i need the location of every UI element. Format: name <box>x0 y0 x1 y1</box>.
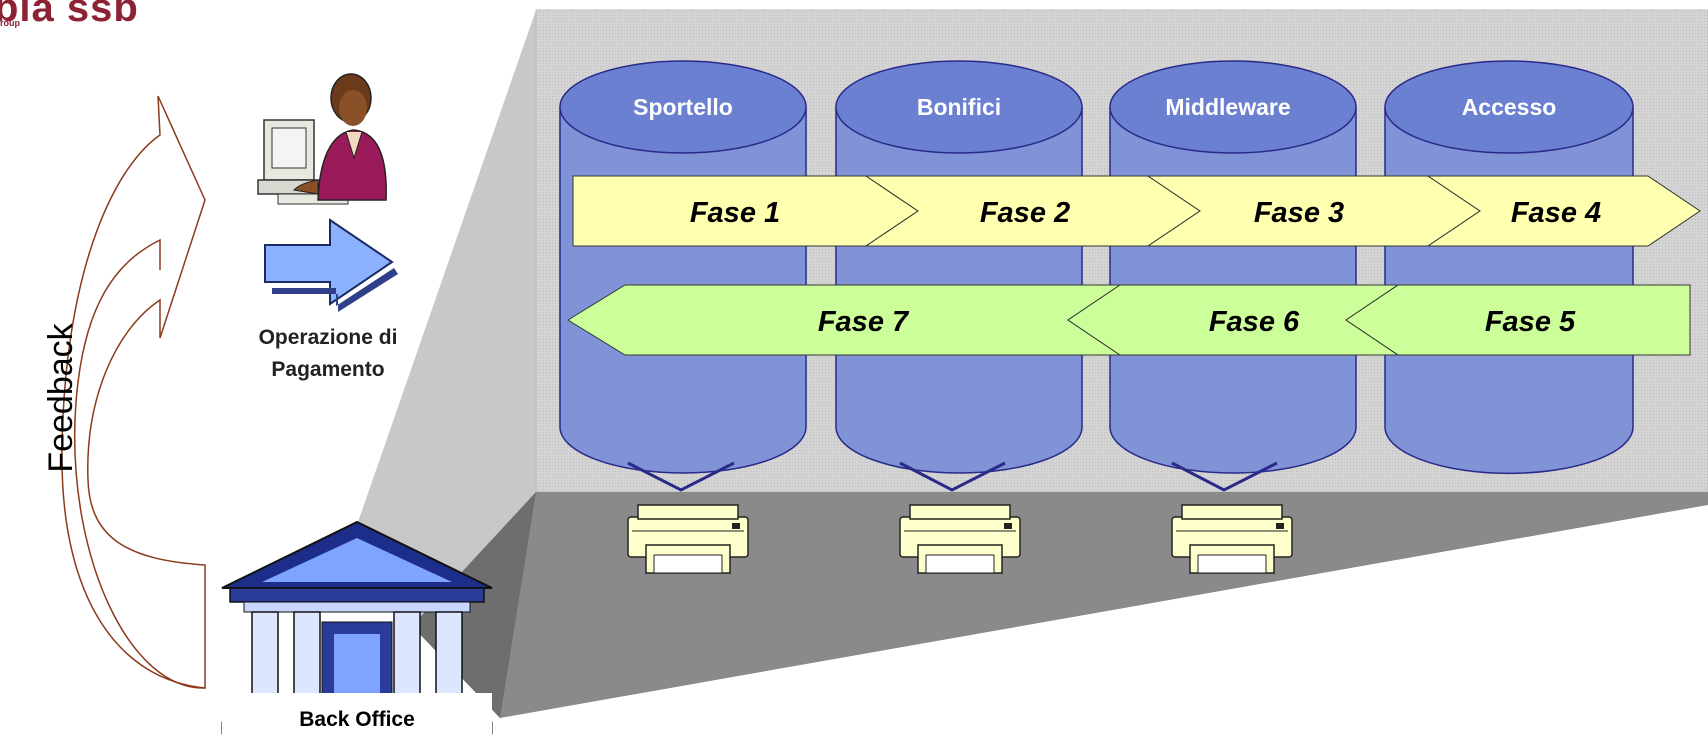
phase-label-2: Fase 2 <box>980 197 1070 229</box>
phase-label-1: Fase 1 <box>690 197 780 229</box>
phase-label-6: Fase 6 <box>1209 306 1300 338</box>
operation-label: Operazione di Pagamento <box>218 322 438 386</box>
operator-at-computer-icon <box>257 73 387 205</box>
company-logo-subtext: roup <box>0 18 20 28</box>
printer-icon-3 <box>1171 504 1293 574</box>
phase-arrow-4 <box>1426 175 1701 247</box>
cylinder-accesso <box>1384 60 1634 475</box>
return-phase-arrows <box>567 284 1691 356</box>
cylinder-bonifici <box>835 60 1083 474</box>
cylinder-sportello <box>559 60 807 474</box>
system-label-accesso: Accesso <box>1462 94 1557 120</box>
operation-label-line2: Pagamento <box>271 358 385 381</box>
system-label-sportello: Sportello <box>633 94 733 120</box>
company-logo: bia ssb <box>0 0 139 30</box>
printer-icon-1 <box>627 504 749 574</box>
cylinder-middleware <box>1109 60 1357 474</box>
feedback-arrows-icon <box>61 95 206 689</box>
right-arrow-icon <box>264 218 398 312</box>
left-wall <box>358 10 536 626</box>
feedback-label: Feedback <box>42 323 80 473</box>
back-office-label-box <box>222 693 492 746</box>
printer-connectors <box>627 461 1278 492</box>
back-office-label: Back Office <box>299 708 415 731</box>
system-label-middleware: Middleware <box>1165 94 1290 120</box>
phase-arrow-5 <box>1345 284 1691 356</box>
phase-label-3: Fase 3 <box>1254 197 1344 229</box>
phase-label-5: Fase 5 <box>1485 306 1576 338</box>
floor-shadow <box>412 492 536 718</box>
forward-phase-arrows <box>572 175 1701 247</box>
phase-label-7: Fase 7 <box>818 306 910 338</box>
system-label-bonifici: Bonifici <box>917 94 1001 120</box>
phase-label-4: Fase 4 <box>1511 197 1601 229</box>
operation-label-line1: Operazione di <box>258 326 398 349</box>
floor <box>412 492 1708 718</box>
printer-icon-2 <box>899 504 1021 574</box>
